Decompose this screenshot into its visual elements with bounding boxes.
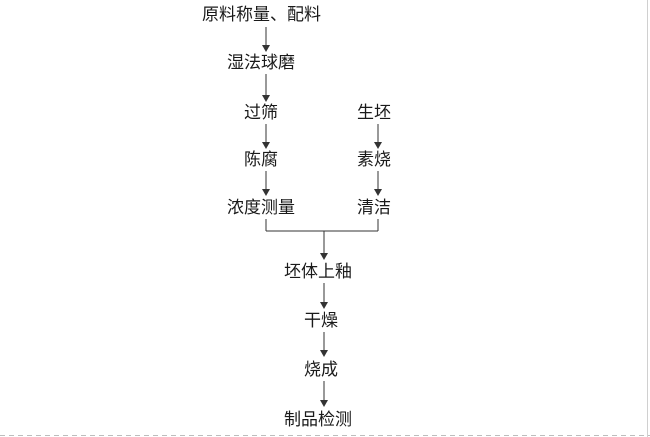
step-concentration-measure: 浓度测量 [227,198,295,218]
edge-firing-to-inspection [320,381,328,407]
edge-aging-to-measure [262,171,270,196]
edge-greenbody-to-biscuit [374,124,382,149]
merge-connector [265,219,379,260]
step-drying: 干燥 [304,311,338,331]
step-firing: 烧成 [304,360,338,380]
step-product-inspection: 制品检测 [284,410,352,430]
step-sieving: 过筛 [244,103,278,123]
edge-milling-to-sieving [262,74,270,102]
step-biscuit-firing: 素烧 [357,150,391,170]
step-wet-ball-milling: 湿法球磨 [227,53,295,73]
step-raw-weighing: 原料称量、配料 [202,5,321,25]
step-glazing: 坯体上釉 [284,262,352,282]
edge-drying-to-firing [320,332,328,357]
edge-sieving-to-aging [262,124,270,149]
step-aging: 陈腐 [244,150,278,170]
step-green-body: 生坯 [357,103,391,123]
edge-glazing-to-drying [320,283,328,309]
step-cleaning: 清洁 [357,198,391,218]
edge-raw-to-milling [262,27,270,52]
edge-biscuit-to-clean [374,171,382,196]
